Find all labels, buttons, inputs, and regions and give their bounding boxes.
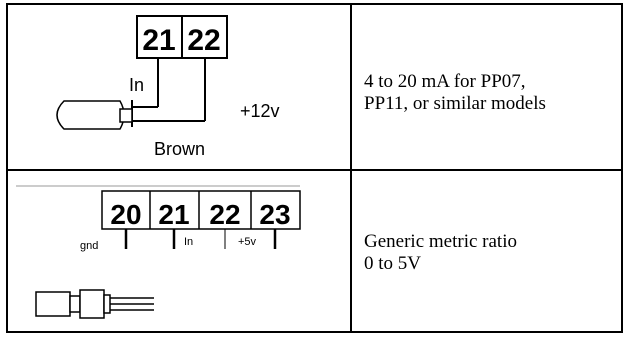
terminal-22-label: 22	[209, 199, 240, 230]
plus-5v-label: +5v	[238, 236, 257, 248]
gnd-label: gnd	[80, 240, 98, 252]
row1-description-line1: 4 to 20 mA for PP07,	[364, 71, 526, 92]
power-wire-label: +12v	[240, 101, 280, 121]
row2-terminal-leads	[124, 229, 277, 249]
cylindrical-sensor-icon	[56, 100, 133, 130]
row1-description-line2: PP11, or similar models	[364, 93, 546, 114]
in-label: In	[184, 236, 193, 248]
row2-description: Generic metric ratio 0 to 5V	[364, 231, 614, 275]
terminal-block-21-22: 21 22	[136, 15, 228, 59]
pressure-transducer-icon	[35, 289, 154, 319]
column-divider	[350, 5, 352, 331]
terminal-22-label: 22	[187, 24, 220, 57]
terminal-21-label: 21	[142, 24, 175, 57]
in-wire-label: In	[129, 75, 144, 95]
terminal-block-20-23: 20 21 22 23	[101, 190, 301, 230]
row2-wiring-diagram: 20 21 22 23 gnd In +5v	[16, 185, 301, 319]
row1-wiring-diagram: 21 22 In +12v Brown	[56, 15, 280, 159]
row1-description: 4 to 20 mA for PP07, PP11, or similar mo…	[364, 71, 614, 115]
terminal-20-label: 20	[110, 199, 141, 230]
row2-description-line1: Generic metric ratio	[364, 231, 517, 252]
row-divider	[8, 169, 621, 171]
terminal-21-label: 21	[158, 199, 189, 230]
brown-wire-label: Brown	[154, 139, 205, 159]
row2-description-line2: 0 to 5V	[364, 253, 421, 274]
terminal-23-label: 23	[259, 199, 290, 230]
wiring-table: 21 22 In +12v Brown 4 to 20 mA for PP07,…	[6, 3, 623, 333]
